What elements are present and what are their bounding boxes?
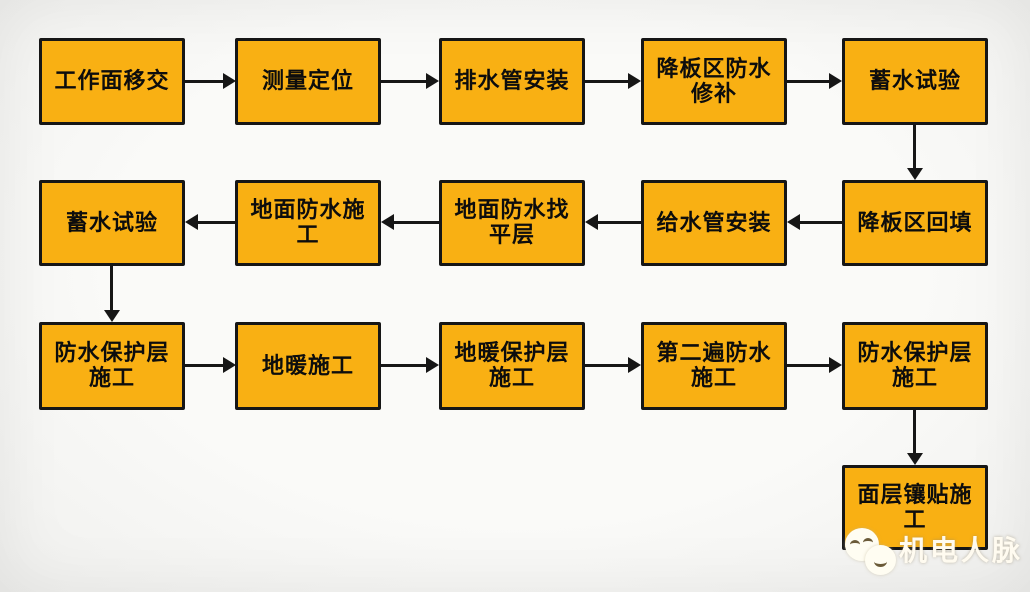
node-work-face-handover: 工作面移交 [39, 38, 185, 125]
node-water-storage-test-2: 蓄水试验 [39, 180, 185, 266]
arrow-left-icon [185, 214, 235, 230]
logo-body [865, 545, 896, 575]
node-label: 降板区回填 [857, 209, 973, 235]
node-label: 地面防水找平层 [454, 197, 570, 247]
node-floor-heating-construction: 地暖施工 [235, 322, 381, 410]
node-label: 降板区防水修补 [656, 55, 772, 106]
node-water-supply-pipe-install: 给水管安装 [641, 180, 787, 266]
logo-smile [874, 556, 887, 567]
arrow-right-icon [585, 357, 641, 373]
node-label: 地面防水施工 [250, 197, 366, 247]
chick-avatar-icon [845, 526, 903, 582]
node-label: 第二遍防水施工 [656, 340, 772, 390]
node-label: 蓄水试验 [868, 68, 961, 94]
logo-eye [863, 538, 873, 547]
arrow-right-icon [185, 357, 236, 373]
node-floor-heating-protection-layer: 地暖保护层施工 [439, 322, 585, 410]
node-label: 测量定位 [261, 68, 354, 94]
arrow-down-icon [907, 125, 923, 180]
arrow-right-icon [381, 357, 439, 373]
node-water-storage-test-1: 蓄水试验 [842, 38, 988, 125]
arrow-down-icon [907, 410, 923, 465]
node-label: 防水保护层施工 [54, 340, 170, 390]
node-label: 排水管安装 [454, 68, 570, 94]
arrow-right-icon [185, 73, 236, 89]
arrow-down-icon [104, 266, 120, 322]
arrow-left-icon [585, 214, 641, 230]
node-sunken-area-waterproof-repair: 降板区防水修补 [641, 38, 787, 125]
arrow-right-icon [787, 73, 842, 89]
node-label: 地暖保护层施工 [454, 340, 570, 390]
node-label: 防水保护层施工 [857, 340, 973, 390]
node-label: 工作面移交 [54, 68, 170, 94]
node-label: 给水管安装 [656, 209, 772, 235]
arrow-left-icon [381, 214, 439, 230]
node-waterproof-protection-layer-2: 防水保护层施工 [842, 322, 988, 410]
node-floor-waterproof-leveling-layer: 地面防水找平层 [439, 180, 585, 266]
node-survey-positioning: 测量定位 [235, 38, 381, 125]
node-label: 蓄水试验 [65, 209, 158, 235]
arrow-right-icon [381, 73, 439, 89]
arrow-left-icon [787, 214, 842, 230]
node-label: 面层镶贴施工 [857, 481, 973, 532]
node-floor-waterproof-construction: 地面防水施工 [235, 180, 381, 266]
arrow-right-icon [585, 73, 641, 89]
arrow-right-icon [787, 357, 842, 373]
node-sunken-area-backfill: 降板区回填 [842, 180, 988, 266]
watermark-text: 机电人脉 [899, 535, 1024, 566]
node-second-waterproof-construction: 第二遍防水施工 [641, 322, 787, 410]
node-label: 地暖施工 [261, 352, 354, 378]
node-waterproof-protection-layer-1: 防水保护层施工 [39, 322, 185, 410]
logo-eye [850, 540, 860, 549]
node-drain-pipe-install: 排水管安装 [439, 38, 585, 125]
